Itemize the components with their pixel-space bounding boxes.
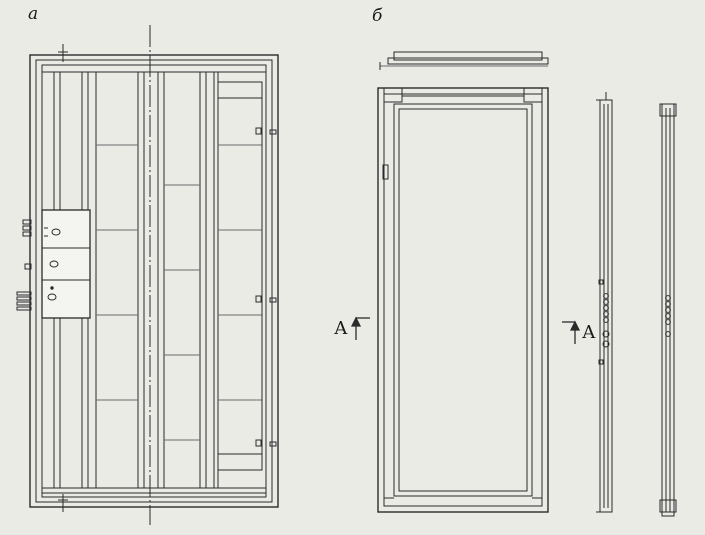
door-frame-front-view <box>16 25 279 525</box>
box-outer-edge <box>383 93 543 507</box>
side-section-2 <box>659 103 677 517</box>
box-inner <box>393 103 533 497</box>
bolt-holes-1 <box>602 293 610 348</box>
outer-frame-inner-edge <box>35 59 273 503</box>
box-inner-edge <box>398 108 528 492</box>
panel-label-a: а <box>28 4 39 24</box>
horizontal-divisions <box>60 144 262 441</box>
door-box-front-view <box>350 51 581 513</box>
bolt-holes-2 <box>665 295 671 337</box>
lock-plate <box>41 209 91 319</box>
dimension-marks <box>58 44 68 512</box>
box-outer <box>377 87 549 513</box>
section-mark-right: А <box>582 322 596 343</box>
side-section-1 <box>596 92 613 513</box>
outer-frame <box>29 54 279 508</box>
box-corner-right <box>523 87 543 103</box>
section-arrow-left <box>350 316 370 340</box>
vertical-ribs <box>53 72 219 488</box>
box-corner-left <box>383 87 403 103</box>
top-profile-base <box>387 57 549 65</box>
hinge-strip <box>217 81 277 471</box>
top-profile <box>393 51 543 61</box>
section-arrow-right <box>562 320 581 344</box>
section-mark-left: А <box>334 318 348 339</box>
latch-stop <box>382 164 389 180</box>
panel-label-b: б <box>372 6 383 26</box>
lock-bolts <box>16 219 32 311</box>
